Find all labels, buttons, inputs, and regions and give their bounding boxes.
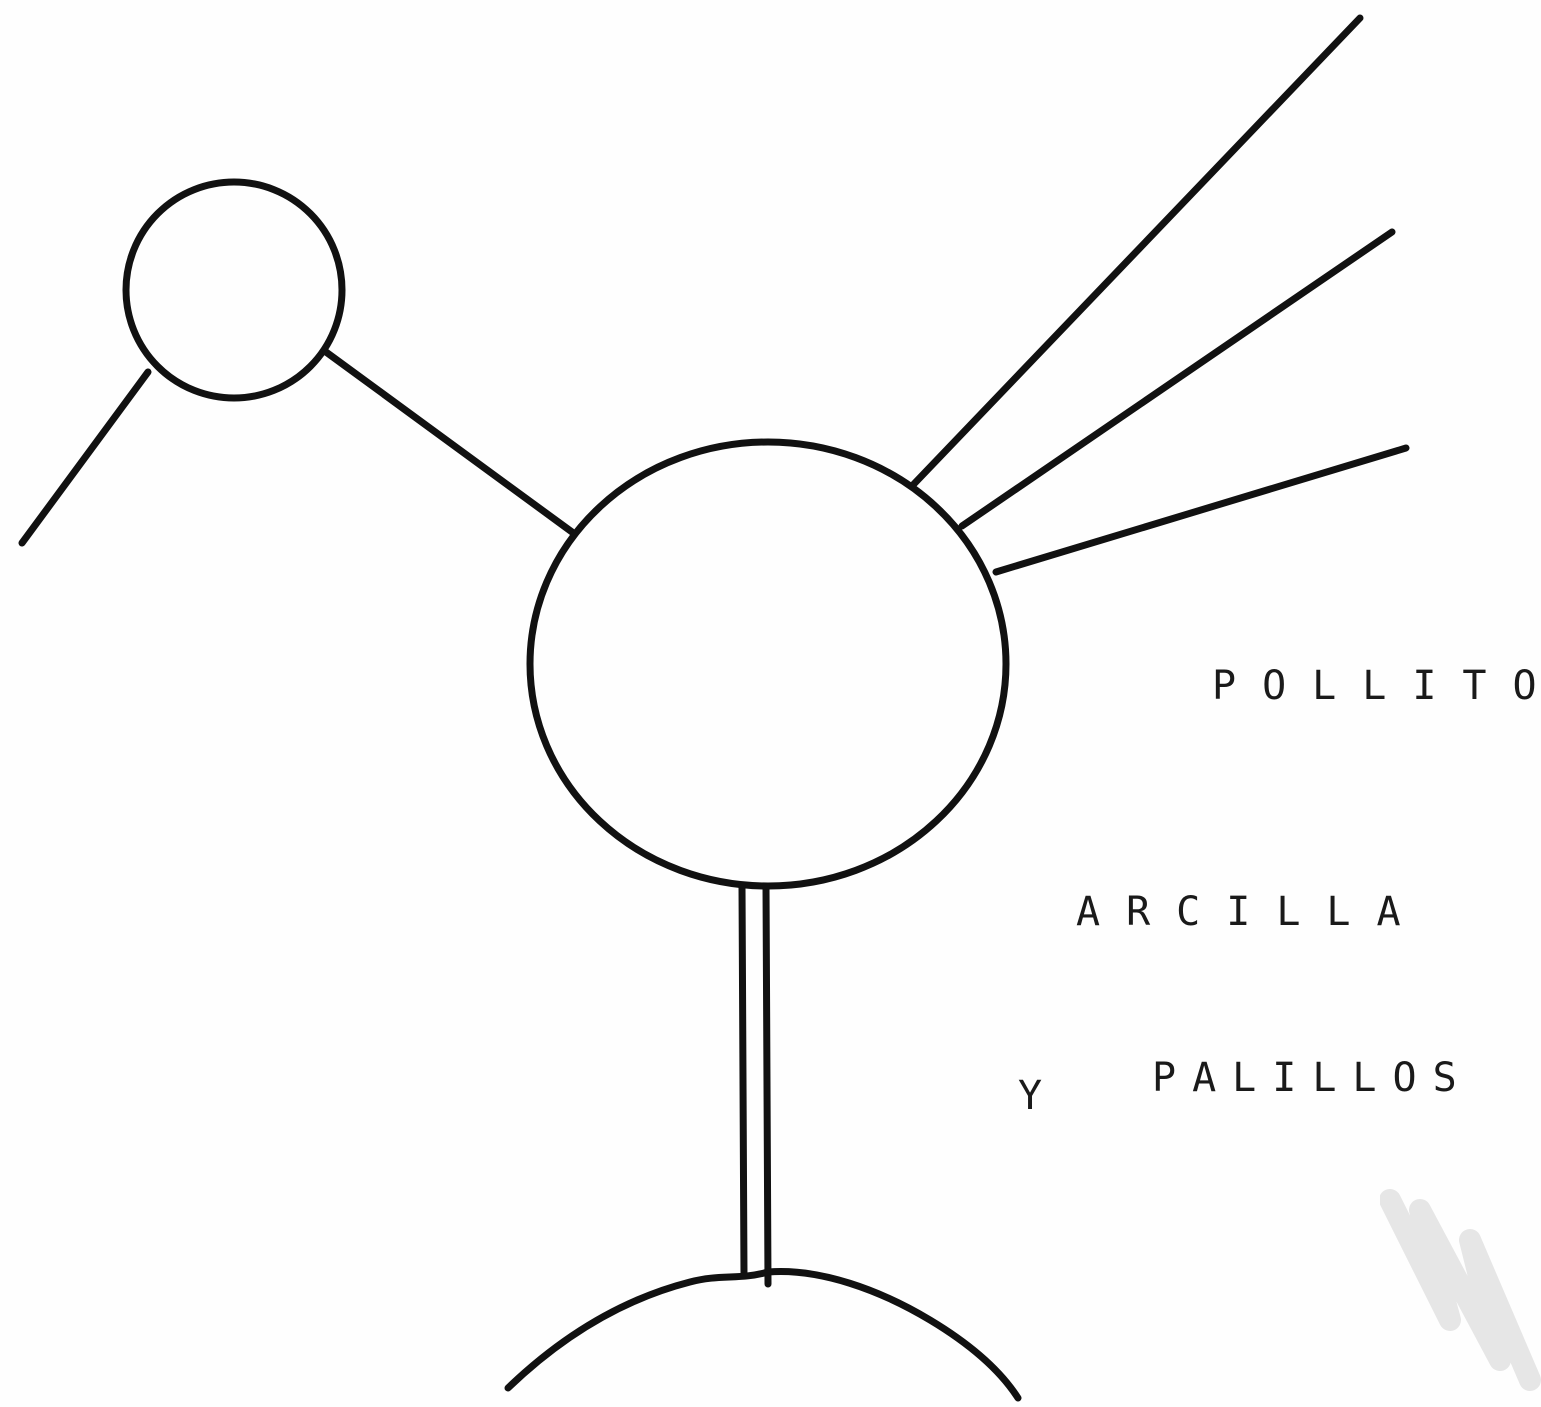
label-y: Y [1018, 1076, 1042, 1116]
label-pollito: POLLITO [1212, 666, 1541, 706]
neck-stick [326, 352, 572, 532]
head-circle [126, 182, 342, 398]
beak-stick [22, 372, 148, 543]
label-palillos: PALILLOS [1152, 1058, 1473, 1098]
tail-stick-2 [962, 232, 1392, 526]
leg-stick-left [742, 886, 744, 1276]
tail-stick-3 [996, 448, 1406, 572]
body-circle [530, 442, 1006, 886]
tail-stick-1 [912, 18, 1360, 486]
clay-base [508, 1272, 1018, 1398]
label-arcilla: ARCILLA [1076, 892, 1427, 932]
leg-stick-right [766, 886, 768, 1284]
